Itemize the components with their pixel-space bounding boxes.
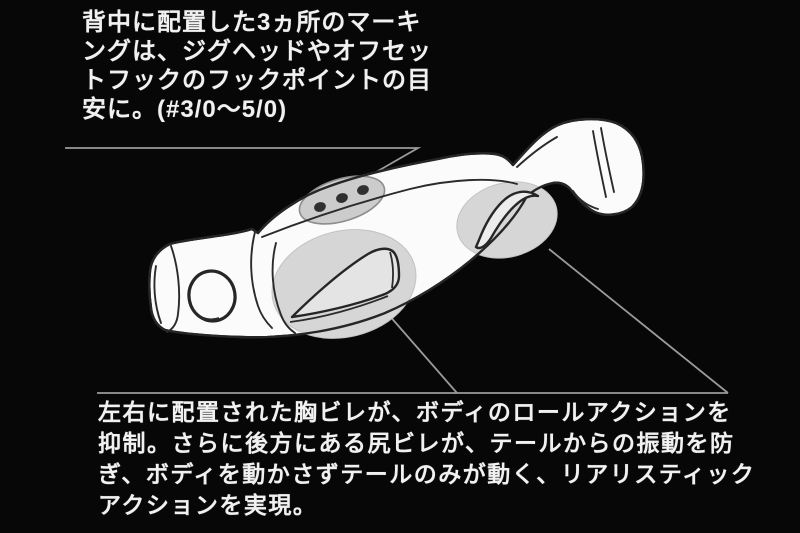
- eye-outline: [187, 269, 237, 323]
- gill-line-front: [250, 231, 273, 329]
- annotation-fins: 左右に配置された胸ビレが、ボディのロールアクションを 抑制。さらに後方にある尻ビ…: [98, 399, 756, 518]
- gill-line-rear: [271, 242, 296, 334]
- tail-toe-inner-line: [572, 190, 599, 210]
- leader-line-markings: [65, 147, 422, 180]
- leader-line-pectoral-fin: [387, 313, 458, 394]
- head-face-edge-line: [153, 265, 162, 324]
- marking-dot-2: [336, 193, 348, 203]
- pectoral-fin-fold-line: [389, 251, 394, 289]
- leader-line-anal-fin: [548, 248, 729, 394]
- body-outline-overlay: [148, 117, 645, 339]
- tail-vein-line-1: [592, 130, 607, 198]
- dorsal-seam-line: [261, 178, 518, 238]
- eye-inner-arc: [191, 306, 220, 321]
- pectoral-fin-thickness-line: [289, 295, 389, 323]
- head-face-right-line: [166, 245, 181, 333]
- anal-fin-blade: [474, 190, 540, 250]
- marking-dot-3: [357, 185, 369, 195]
- marking-dots: [314, 185, 369, 212]
- tail-wrist-inner-line: [516, 136, 558, 168]
- annotation-back-markings: 背中に配置した3ヵ所のマーキ ングは、ジグヘッドやオフセッ トフックのフックポイ…: [82, 9, 432, 123]
- tail-vein-line-2: [600, 127, 615, 193]
- pectoral-fin: [289, 247, 401, 323]
- eye: [187, 269, 237, 323]
- body-detail-lines: [153, 127, 615, 334]
- marking-dot-1: [314, 202, 326, 212]
- leader-lines: [65, 147, 729, 394]
- pectoral-fin-blade: [290, 247, 401, 319]
